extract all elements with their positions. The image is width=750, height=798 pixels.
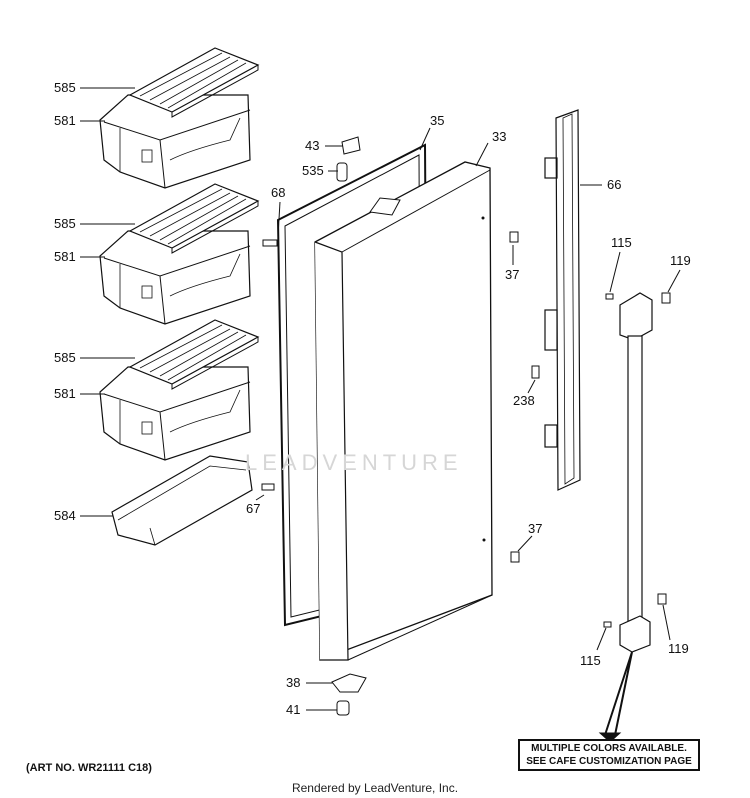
callout-119-upper: 119: [670, 253, 691, 268]
screw-115a: [605, 293, 614, 300]
callout-33: 33: [492, 129, 507, 144]
callout-67: 67: [246, 501, 261, 516]
door-trim: [544, 109, 581, 491]
screw-37b: [510, 551, 520, 563]
notice-line-2: SEE CAFE CUSTOMIZATION PAGE: [526, 756, 692, 767]
fresh-food-door: [314, 161, 493, 661]
callout-584: 584: [54, 508, 76, 523]
door-bin-upper: [99, 47, 259, 189]
screw-115b: [603, 621, 612, 628]
callout-535: 535: [302, 163, 324, 178]
callout-35: 35: [430, 113, 445, 128]
callout-585-upper: 585: [54, 80, 76, 95]
screw-238: [531, 365, 540, 379]
setscrew-119a: [661, 292, 671, 304]
door-bin-middle: [99, 183, 259, 325]
watermark: LEADVENTURE: [245, 450, 463, 475]
callout-238: 238: [513, 393, 535, 408]
door-bin-lower: [99, 319, 259, 461]
stop-68: [262, 239, 278, 247]
dairy-bin: [111, 455, 253, 546]
door-handle: [619, 292, 653, 653]
callout-119-lower: 119: [668, 641, 689, 656]
callout-581-middle: 581: [54, 249, 76, 264]
callout-115-upper: 115: [611, 235, 632, 250]
callout-66: 66: [607, 177, 622, 192]
stop-67: [261, 483, 275, 491]
callout-37-upper: 37: [505, 267, 520, 282]
callout-115-lower: 115: [580, 653, 601, 668]
rendered-by-credit: Rendered by LeadVenture, Inc.: [291, 781, 459, 795]
callout-585-middle: 585: [54, 216, 76, 231]
callout-41: 41: [286, 702, 301, 717]
setscrew-119b: [657, 593, 667, 605]
callout-43: 43: [305, 138, 320, 153]
callout-581-upper: 581: [54, 113, 76, 128]
hinge-bushing: [336, 700, 350, 716]
callout-585-lower: 585: [54, 350, 76, 365]
screw-37a: [509, 231, 519, 243]
callout-581-lower: 581: [54, 386, 76, 401]
callout-38: 38: [286, 675, 301, 690]
art-number: (ART NO. WR21111 C18): [26, 762, 152, 774]
callout-37-lower: 37: [528, 521, 543, 536]
notice-line-1: MULTIPLE COLORS AVAILABLE.: [531, 743, 687, 754]
callout-68: 68: [271, 185, 286, 200]
hinge: [331, 673, 367, 693]
colors-notice: MULTIPLE COLORS AVAILABLE. SEE CAFE CUST…: [518, 739, 700, 771]
bushing: [336, 162, 348, 182]
cam: [341, 136, 361, 155]
